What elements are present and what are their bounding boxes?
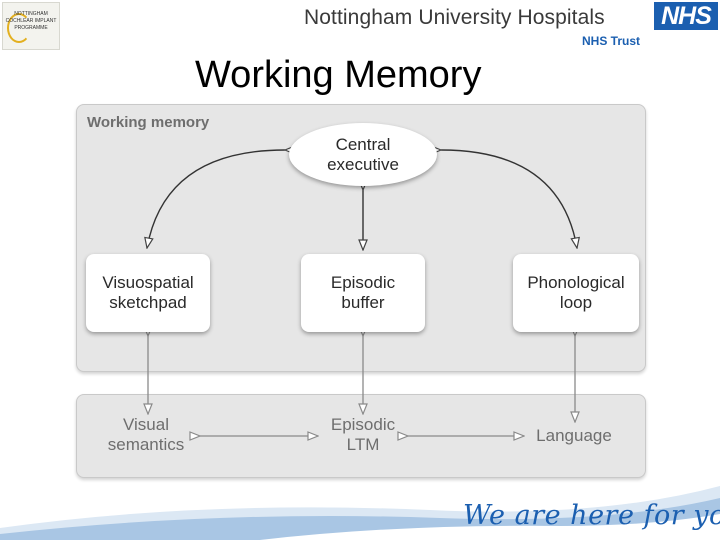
- logo-line-1: NOTTINGHAM: [14, 11, 48, 17]
- slogan: We are here for you: [463, 500, 720, 531]
- slide-title: Working Memory: [195, 54, 482, 96]
- episodic-buffer-label: Episodic buffer: [330, 273, 396, 312]
- nhs-logo: NHS: [654, 2, 718, 30]
- visual-semantics-label: Visual semantics: [107, 415, 185, 454]
- nhs-trust-label: NHS Trust: [582, 34, 641, 48]
- episodic-ltm-label: Episodic LTM: [330, 415, 396, 454]
- logo-line-3: PROGRAMME: [14, 25, 48, 31]
- arrow-ce-visuospatial: [147, 150, 285, 248]
- central-executive-node: Central executive: [289, 123, 437, 186]
- hospital-name: Nottingham University Hospitals: [304, 6, 605, 29]
- phonological-loop-label: Phonological loop: [527, 273, 625, 312]
- visuospatial-sketchpad-node: Visuospatial sketchpad: [86, 254, 210, 332]
- visuospatial-sketchpad-label: Visuospatial sketchpad: [102, 273, 194, 312]
- cochlear-implant-programme-logo: NOTTINGHAM COCHLEAR IMPLANT PROGRAMME: [2, 2, 60, 50]
- logo-ring-icon: [7, 13, 31, 43]
- language-label: Language: [536, 426, 612, 445]
- panel-title: Working memory: [87, 114, 210, 131]
- central-executive-label: Central executive: [327, 134, 399, 174]
- logo-line-2: COCHLEAR IMPLANT: [5, 18, 57, 24]
- footer-swoosh: [0, 486, 720, 540]
- arrow-ce-phonological: [441, 150, 577, 248]
- episodic-buffer-node: Episodic buffer: [301, 254, 425, 332]
- phonological-loop-node: Phonological loop: [513, 254, 639, 332]
